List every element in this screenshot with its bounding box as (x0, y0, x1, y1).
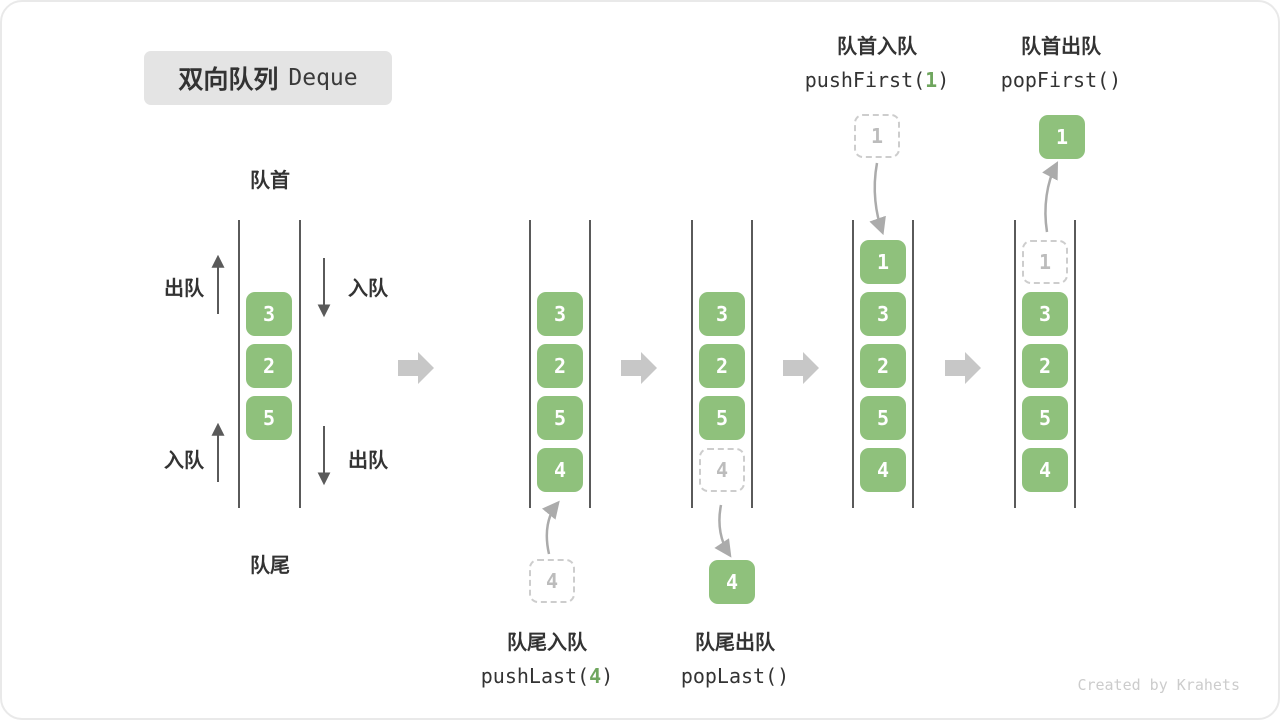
code-text: pushFirst( (804, 68, 926, 92)
watermark: Created by Krahets (1077, 676, 1240, 694)
flow-arrow-icon (398, 352, 434, 384)
queue-cell: 5 (246, 396, 292, 440)
diagram-title: 双向队列 Deque (144, 51, 392, 105)
push-first-caption: 队首入队 pushFirst(1) (762, 30, 992, 92)
pop-last-caption: 队尾出队 popLast() (620, 626, 850, 688)
queue-cell: 2 (1022, 344, 1068, 388)
title-zh: 双向队列 (178, 65, 279, 94)
front-label: 队首 (250, 168, 290, 192)
pop-last-code: popLast() (680, 664, 790, 688)
enqueue-label-bottom-left: 入队 (164, 448, 204, 472)
queue-cell: 3 (699, 292, 745, 336)
queue-cell: 4 (1022, 448, 1068, 492)
push-last-code: pushLast(4) (432, 664, 662, 688)
flow-arrow-icon (783, 352, 819, 384)
queue-cell: 2 (860, 344, 906, 388)
queue-cell: 1 (860, 240, 906, 284)
queue-wall (589, 220, 591, 508)
rear-label: 队尾 (250, 553, 290, 577)
enqueue-label-top-right: 入队 (348, 276, 388, 300)
queue-cell-ghost: 4 (699, 448, 745, 492)
pop-first-arrow-icon (1042, 161, 1059, 233)
queue-cell: 4 (860, 448, 906, 492)
pop-first-caption: 队首出队 popFirst() (946, 30, 1176, 92)
queue-wall (1074, 220, 1076, 508)
queue-cell: 2 (246, 344, 292, 388)
queue-cell: 5 (860, 396, 906, 440)
pop-first-label: 队首出队 (1021, 34, 1101, 58)
push-first-arrow-icon (869, 162, 886, 236)
push-first-label: 队首入队 (837, 34, 917, 58)
queue-wall (912, 220, 914, 508)
dequeue-label-bottom-right: 出队 (348, 448, 388, 472)
queue-cell: 2 (699, 344, 745, 388)
code-text: pushLast( (480, 664, 590, 688)
queue-cell: 3 (537, 292, 583, 336)
queue-wall (751, 220, 753, 508)
queue-cell: 5 (1022, 396, 1068, 440)
push-first-ghost-cell: 1 (854, 114, 900, 158)
queue-wall (852, 220, 854, 508)
queue-wall (299, 220, 301, 508)
queue-cell: 5 (699, 396, 745, 440)
queue-cell: 3 (246, 292, 292, 336)
flow-arrow-icon (945, 352, 981, 384)
queue-cell-ghost: 1 (1022, 240, 1068, 284)
queue-wall (529, 220, 531, 508)
pop-last-result-cell: 4 (709, 560, 755, 604)
push-last-caption: 队尾入队 pushLast(4) (432, 626, 662, 688)
queue-cell: 4 (537, 448, 583, 492)
push-last-label: 队尾入队 (507, 630, 587, 654)
code-arg: 1 (925, 68, 938, 92)
flow-arrow-icon (621, 352, 657, 384)
queue-wall (238, 220, 240, 508)
code-arg: 4 (589, 664, 602, 688)
dequeue-label-top-left: 出队 (164, 276, 204, 300)
pop-first-result-cell: 1 (1039, 115, 1085, 159)
pop-first-code: popFirst() (1000, 68, 1122, 92)
title-en: Deque (288, 65, 358, 91)
queue-wall (1014, 220, 1016, 508)
queue-cell: 3 (1022, 292, 1068, 336)
code-text: ) (601, 664, 614, 688)
code-text: ) (937, 68, 950, 92)
queue-wall (691, 220, 693, 508)
queue-cell: 5 (537, 396, 583, 440)
queue-cell: 3 (860, 292, 906, 336)
pop-last-arrow-icon (714, 504, 732, 558)
push-last-ghost-cell: 4 (529, 559, 575, 603)
push-last-arrow-icon (541, 500, 560, 555)
pop-last-label: 队尾出队 (695, 630, 775, 654)
push-first-code: pushFirst(1) (762, 68, 992, 92)
queue-cell: 2 (537, 344, 583, 388)
